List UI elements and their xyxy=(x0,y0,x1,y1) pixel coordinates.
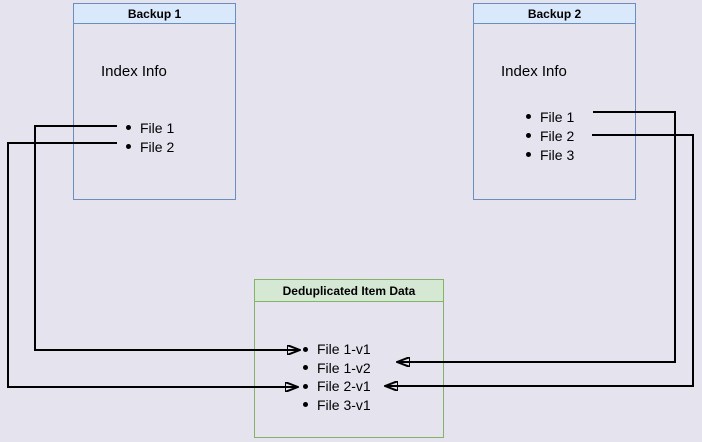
bullet-icon xyxy=(126,144,131,149)
backup1-file-1-item: File 1 xyxy=(126,118,174,137)
bullet-icon xyxy=(303,346,308,352)
backup1-file-2-label: File 2 xyxy=(140,138,175,155)
dedup-title: Deduplicated Item Data xyxy=(282,283,416,298)
backup1-header: Backup 1 xyxy=(74,4,235,24)
backup1-container: Backup 1 Index Info File 1 File 2 xyxy=(73,3,236,200)
backup1-file-list: File 1 File 2 xyxy=(126,118,174,156)
bullet-icon xyxy=(526,114,531,119)
backup2-file-2-item: File 2 xyxy=(526,126,574,145)
dedup-container: Deduplicated Item Data File 1-v1 File 1-… xyxy=(254,279,444,438)
backup2-file-list: File 1 File 2 File 3 xyxy=(526,107,574,164)
backup2-index-info-label: Index Info xyxy=(501,63,567,80)
bullet-icon xyxy=(526,133,531,138)
bullet-icon xyxy=(303,402,308,408)
backup2-file-2-label: File 2 xyxy=(540,127,575,144)
backup2-file-3-label: File 3 xyxy=(540,146,575,163)
dedup-file-1-v2-label: File 1-v2 xyxy=(317,359,371,376)
backup1-title: Backup 1 xyxy=(127,6,182,21)
dedup-file-1-v1-item: File 1-v1 xyxy=(303,340,371,359)
backup2-file-1-item: File 1 xyxy=(526,107,574,126)
backup1-file-2-item: File 2 xyxy=(126,137,174,156)
backup2-file-1-label: File 1 xyxy=(540,108,575,125)
bullet-icon xyxy=(126,125,131,130)
bullet-icon xyxy=(526,152,531,157)
bullet-icon xyxy=(303,365,308,371)
dedup-file-3-v1-label: File 3-v1 xyxy=(317,396,371,413)
dedup-file-2-v1-item: File 2-v1 xyxy=(303,377,371,396)
backup2-container: Backup 2 Index Info File 1 File 2 File 3 xyxy=(473,3,636,200)
dedup-header: Deduplicated Item Data xyxy=(255,280,443,302)
dedup-file-3-v1-item: File 3-v1 xyxy=(303,396,371,415)
bullet-icon xyxy=(303,383,308,389)
backup1-file-1-label: File 1 xyxy=(140,119,175,136)
dedup-file-2-v1-label: File 2-v1 xyxy=(317,378,371,395)
dedup-file-list: File 1-v1 File 1-v2 File 2-v1 File 3-v1 xyxy=(303,340,371,414)
dedup-file-1-v1-label: File 1-v1 xyxy=(317,341,371,358)
backup2-file-3-item: File 3 xyxy=(526,145,574,164)
backup2-header: Backup 2 xyxy=(474,4,635,24)
backup1-index-info-label: Index Info xyxy=(101,63,167,80)
backup2-title: Backup 2 xyxy=(527,6,582,21)
dedup-file-1-v2-item: File 1-v2 xyxy=(303,359,371,378)
